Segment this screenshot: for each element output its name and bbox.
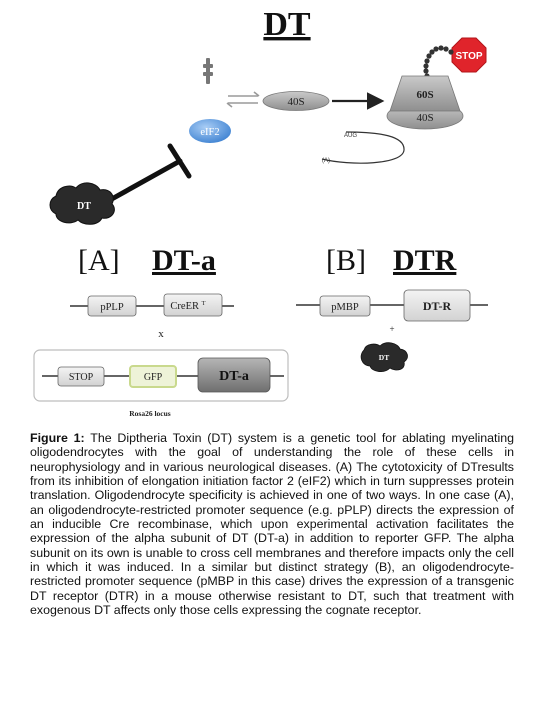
ribosome-40s-bottom-label: 40S — [416, 112, 433, 124]
creer-box: CreER T — [163, 293, 223, 317]
dt-toxin-icon: DT — [49, 182, 115, 225]
pmbp-label: pMBP — [331, 302, 359, 313]
pplp-label: pPLP — [100, 302, 124, 313]
gfp-label: GFP — [144, 372, 163, 383]
ribosome-60s-label: 60S — [416, 89, 433, 101]
polya-label: (A) — [322, 158, 330, 164]
rosa26-caption: Rosa26 locus — [129, 409, 171, 418]
stop-box-label: STOP — [69, 372, 94, 383]
ribosome-40s-label: 40S — [287, 96, 304, 108]
panel-b-letter: [B] — [326, 244, 366, 277]
aug-label: AUG — [344, 133, 357, 139]
equilibrium-arrows — [226, 91, 260, 108]
svg-text:CreER T: CreER T — [170, 300, 205, 312]
creer-superscript: T — [202, 300, 206, 307]
peptide-chain-icon — [423, 45, 454, 79]
dta-label: DT-a — [219, 369, 249, 384]
panel-a-letter: [A] — [78, 244, 120, 277]
dta-box: DT-a — [197, 357, 271, 393]
trna-icon — [203, 58, 213, 84]
dt-small-icon: DT — [360, 342, 408, 372]
stop-box: STOP — [57, 366, 105, 387]
mrna-strand — [321, 131, 405, 164]
dt-toxin-label: DT — [77, 201, 91, 212]
stop-sign-icon: STOP — [451, 37, 487, 73]
panel-b-name: DTR — [393, 244, 457, 277]
figure-caption: Figure 1: The Diptheria Toxin (DT) syste… — [30, 431, 514, 617]
diagram-title: DT — [263, 6, 311, 43]
eif2-label: eIF2 — [200, 127, 219, 138]
plus-symbol: + — [389, 324, 394, 334]
ribosome-40s-free: 40S — [262, 91, 330, 111]
dtr-label: DT-R — [423, 299, 452, 313]
creer-label: CreER — [170, 301, 199, 312]
dt-small-label: DT — [379, 353, 389, 362]
gfp-box: GFP — [129, 365, 177, 388]
inhibition-bar — [107, 143, 192, 203]
dtr-box: DT-R — [403, 289, 471, 322]
eif2-factor: eIF2 — [189, 119, 231, 143]
pmbp-box: pMBP — [319, 295, 371, 317]
figure-caption-label: Figure 1: — [30, 431, 85, 445]
ribosome-80s: 60S 40S — [386, 75, 464, 130]
figure-caption-text: The Diptheria Toxin (DT) system is a gen… — [30, 431, 514, 618]
cross-symbol: x — [158, 328, 164, 340]
pplp-box: pPLP — [87, 295, 137, 317]
diagram-figure: DT STOP 40S 60S 40S AUG (A) — [33, 6, 488, 418]
panel-a-name: DT-a — [152, 244, 216, 277]
stop-sign-label: STOP — [455, 51, 482, 62]
